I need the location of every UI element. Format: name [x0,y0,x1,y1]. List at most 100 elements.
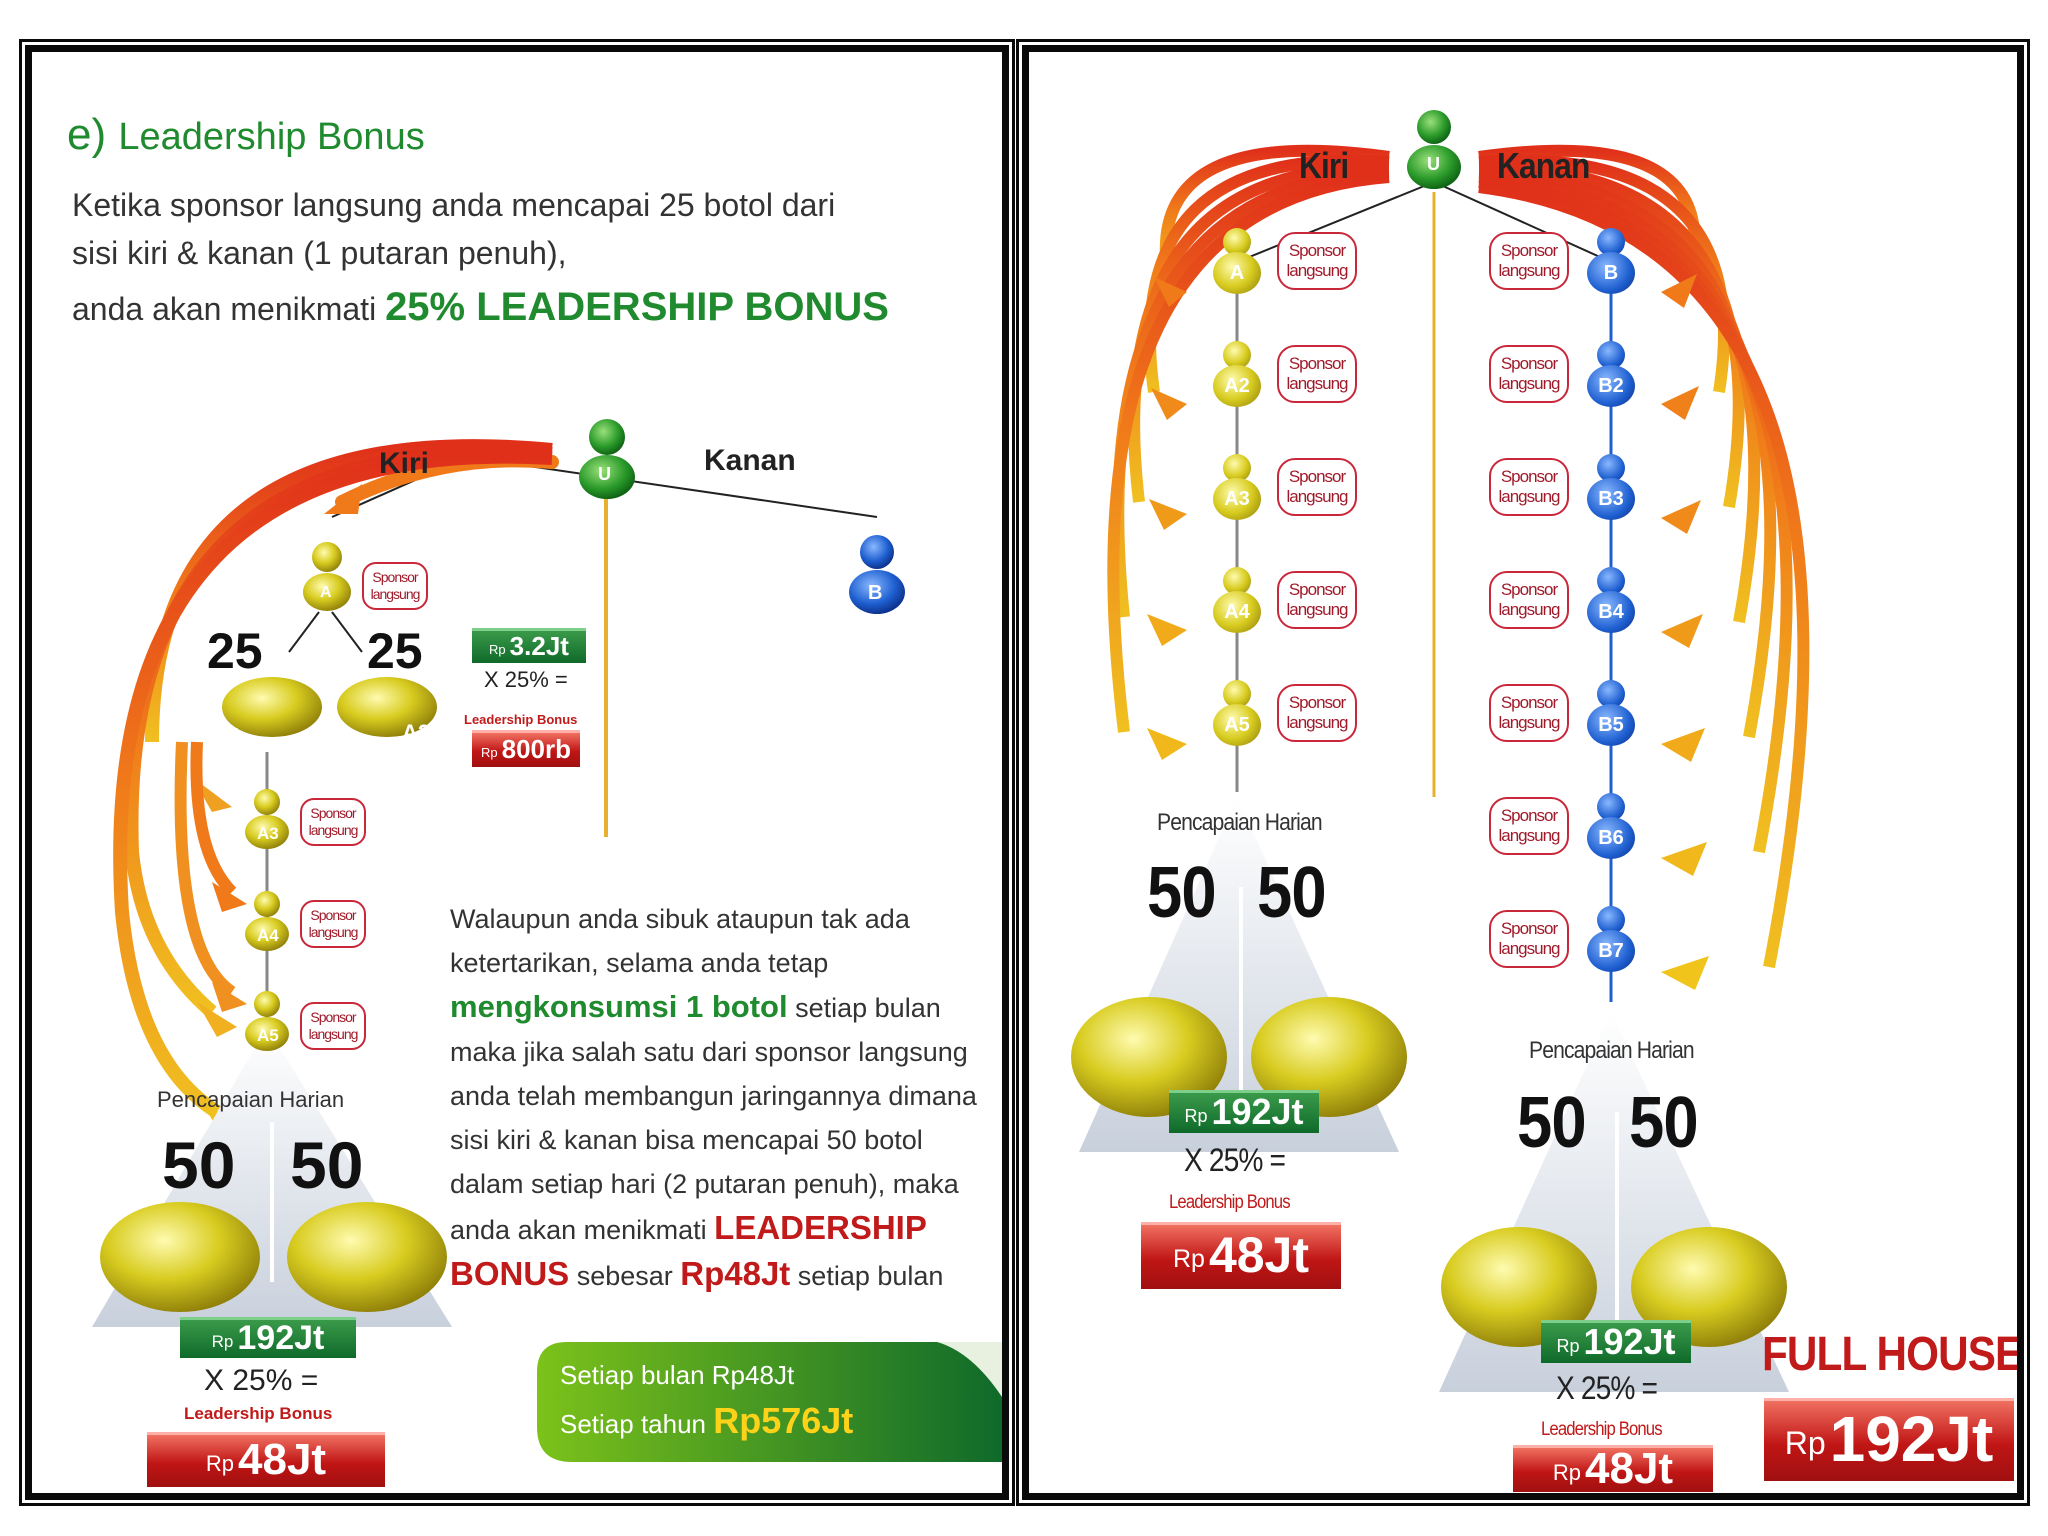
r-right-node-icon-5 [1597,793,1625,821]
sponsor-badge-a5-line2: langsung [308,1026,359,1042]
r-left-sponsor-badge-line2-4: langsung [1286,713,1348,732]
calc-multiplier: X 25% = [204,1364,319,1397]
calc-result-rp: Rp [205,1451,235,1476]
description-line-3-bold: mengkonsumsi 1 botol [450,989,788,1024]
r-right-sponsor-badge-line1-5: Sponsor [1500,806,1558,825]
r-left-node-label-1: A2 [1224,375,1250,397]
arrow-big-2-head [197,1002,237,1037]
r-arc-right-head-5 [1661,728,1705,762]
r-right-sponsor-badge-line1-3: Sponsor [1500,580,1558,599]
r-right-node-2: B3 [1587,454,1635,522]
section-heading-title: Leadership Bonus [118,116,425,158]
r-arc-right-3 [1478,160,1745,509]
bottle-pile-az [222,677,322,737]
daily-count-left: 50 [162,1128,236,1202]
r-right-node-icon-2 [1597,454,1625,482]
r-left-daily-count-right: 50 [1257,853,1327,933]
r-arc-right-head-1 [1661,274,1697,308]
description-line-9-amount: Rp48Jt [680,1255,791,1292]
tree-label-kiri: Kiri [379,447,430,480]
r-arc-left-head-5 [1147,728,1187,760]
promo-banner-curl [937,1342,1002,1397]
r-right-sponsor-badge-line1-1: Sponsor [1500,354,1558,373]
intro-line-1: Ketika sponsor langsung anda mencapai 25… [72,187,836,223]
r-left-sponsor-badge-line2-2: langsung [1286,487,1348,506]
r-right-node-3: B4 [1587,567,1635,635]
root-person-label: U [598,464,611,484]
section-heading: e) Leadership Bonus [67,110,425,160]
r-right-node-icon-1 [1597,341,1625,369]
left-panel: e) Leadership Bonus Ketika sponsor langs… [19,39,1015,1506]
r-right-node-5: B6 [1587,793,1635,861]
r-root-person-icon [1407,110,1461,189]
leg-count-left: 25 [207,623,263,679]
description-line-1: Walaupun anda sibuk ataupun tak ada [450,904,910,934]
intro-line-3: anda akan menikmati 25% LEADERSHIP BONUS [72,285,889,330]
r-tree-line-right [1433,181,1612,263]
calc-result: Rp48Jt [147,1432,385,1487]
r-right-node-body-5 [1587,817,1635,859]
calc-bonus-label: Leadership Bonus [184,1404,333,1423]
r-arc-right-head-6 [1661,842,1707,876]
left-diagram-graphics [92,419,1002,1462]
full-house-amount-value: 192Jt [1829,1403,1994,1475]
r-right-node-1: B2 [1587,341,1635,409]
r-left-sponsor-badge-line1-3: Sponsor [1288,580,1346,599]
r-tree-label-kiri: Kiri [1299,145,1349,186]
description-paragraph: Walaupun anda sibuk ataupun tak ada kete… [450,897,1002,1298]
bottle-pile-right [287,1202,447,1312]
r-left-node-body-2 [1213,478,1261,520]
bottle-pile-left [100,1202,260,1312]
r-left-calc-result-rp: Rp [1172,1245,1205,1273]
r-left-calc-amount-value: 192Jt [1211,1091,1304,1132]
r-right-node-label-5: B6 [1598,827,1624,849]
r-left-daily-count-left: 50 [1147,853,1217,933]
r-arc-left-head-1 [1154,277,1187,307]
r-right-node-icon-4 [1597,680,1625,708]
r-arc-right-7 [1478,181,1810,969]
person-a5-icon [245,991,289,1051]
r-right-daily-label: Pencapaian Harian [1529,1037,1695,1064]
r-left-node-icon-2 [1223,454,1251,482]
r-left-node-3: A4 [1213,567,1261,635]
r-right-daily-count-right: 50 [1629,1083,1699,1163]
r-left-node-body-4 [1213,704,1261,746]
r-right-sponsor-badge-line1-4: Sponsor [1500,693,1558,712]
r-left-calc-rp: Rp [1184,1106,1208,1126]
arrow-mid-1-head [212,882,247,912]
r-bottle-pile-left-2 [1251,997,1407,1117]
leg-line-left [288,611,320,653]
r-right-calc-rp: Rp [1556,1336,1580,1356]
person-b-label: B [868,582,883,604]
sponsor-badge-a-line1: Sponsor [372,569,418,585]
r-left-node-label-4: A5 [1224,714,1250,736]
small-calc-result-rp: Rp [480,745,498,760]
root-person-icon [579,419,635,499]
description-line-9-red: BONUS [450,1255,570,1292]
promo-banner-shape [537,1342,1002,1462]
leg-line-right [331,611,363,653]
person-a3-icon [245,789,289,849]
r-left-node-icon-1 [1223,341,1251,369]
r-root-person-label: U [1427,154,1440,174]
full-house-amount: Rp192Jt [1764,1398,2014,1481]
r-left-sponsor-badge-line1-1: Sponsor [1288,354,1346,373]
small-calc-amount-value: 3.2Jt [509,631,569,661]
sponsor-badge-a-line2: langsung [370,586,421,602]
r-right-sponsor-badge-line2-2: langsung [1498,487,1560,506]
arrow-big-3 [113,449,553,1118]
intro-line-3-text: anda akan menikmati [72,291,377,327]
small-calc-rp: Rp [489,642,506,657]
